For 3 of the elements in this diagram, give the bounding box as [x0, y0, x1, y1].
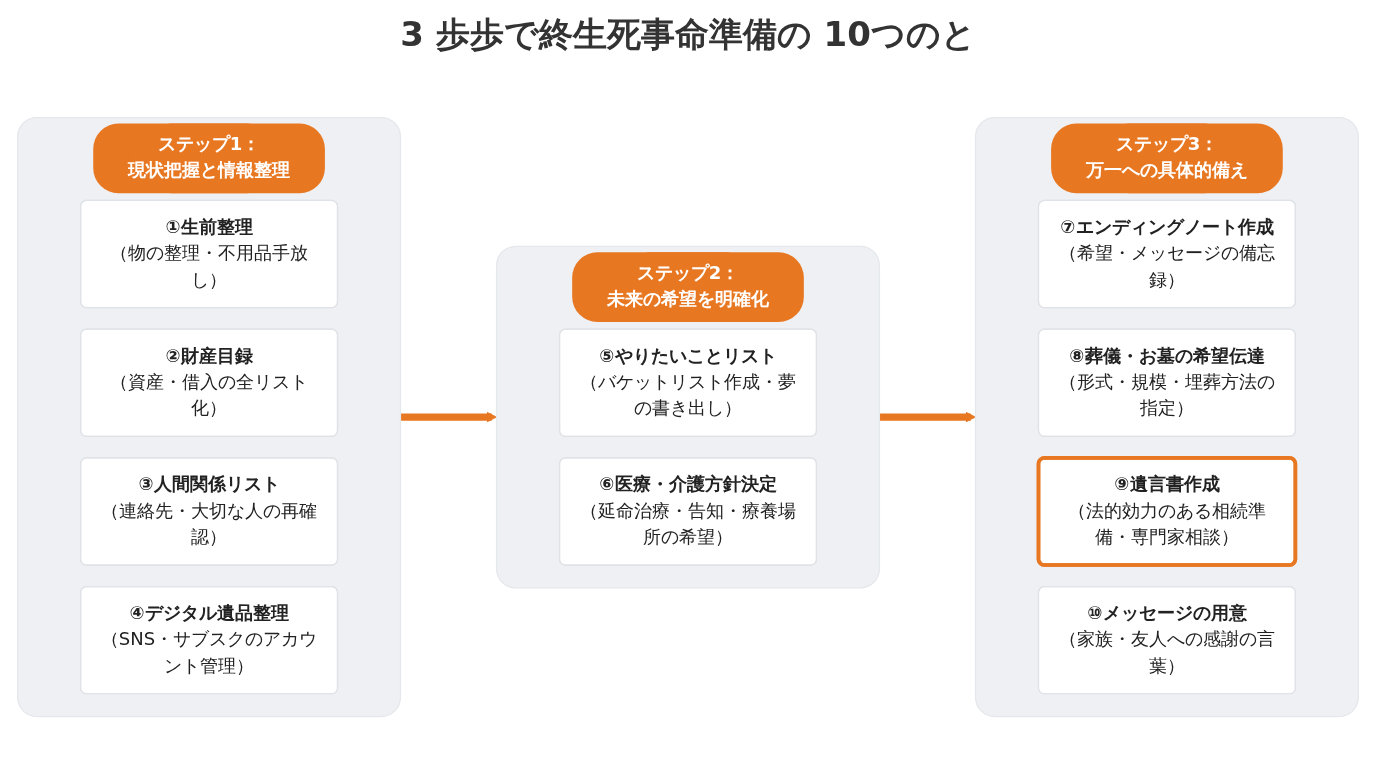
arrow: [879, 411, 976, 423]
arrow: [400, 411, 498, 423]
diagram-title: 3 歩歩で終生死事命準備の 10つのと: [400, 14, 976, 55]
